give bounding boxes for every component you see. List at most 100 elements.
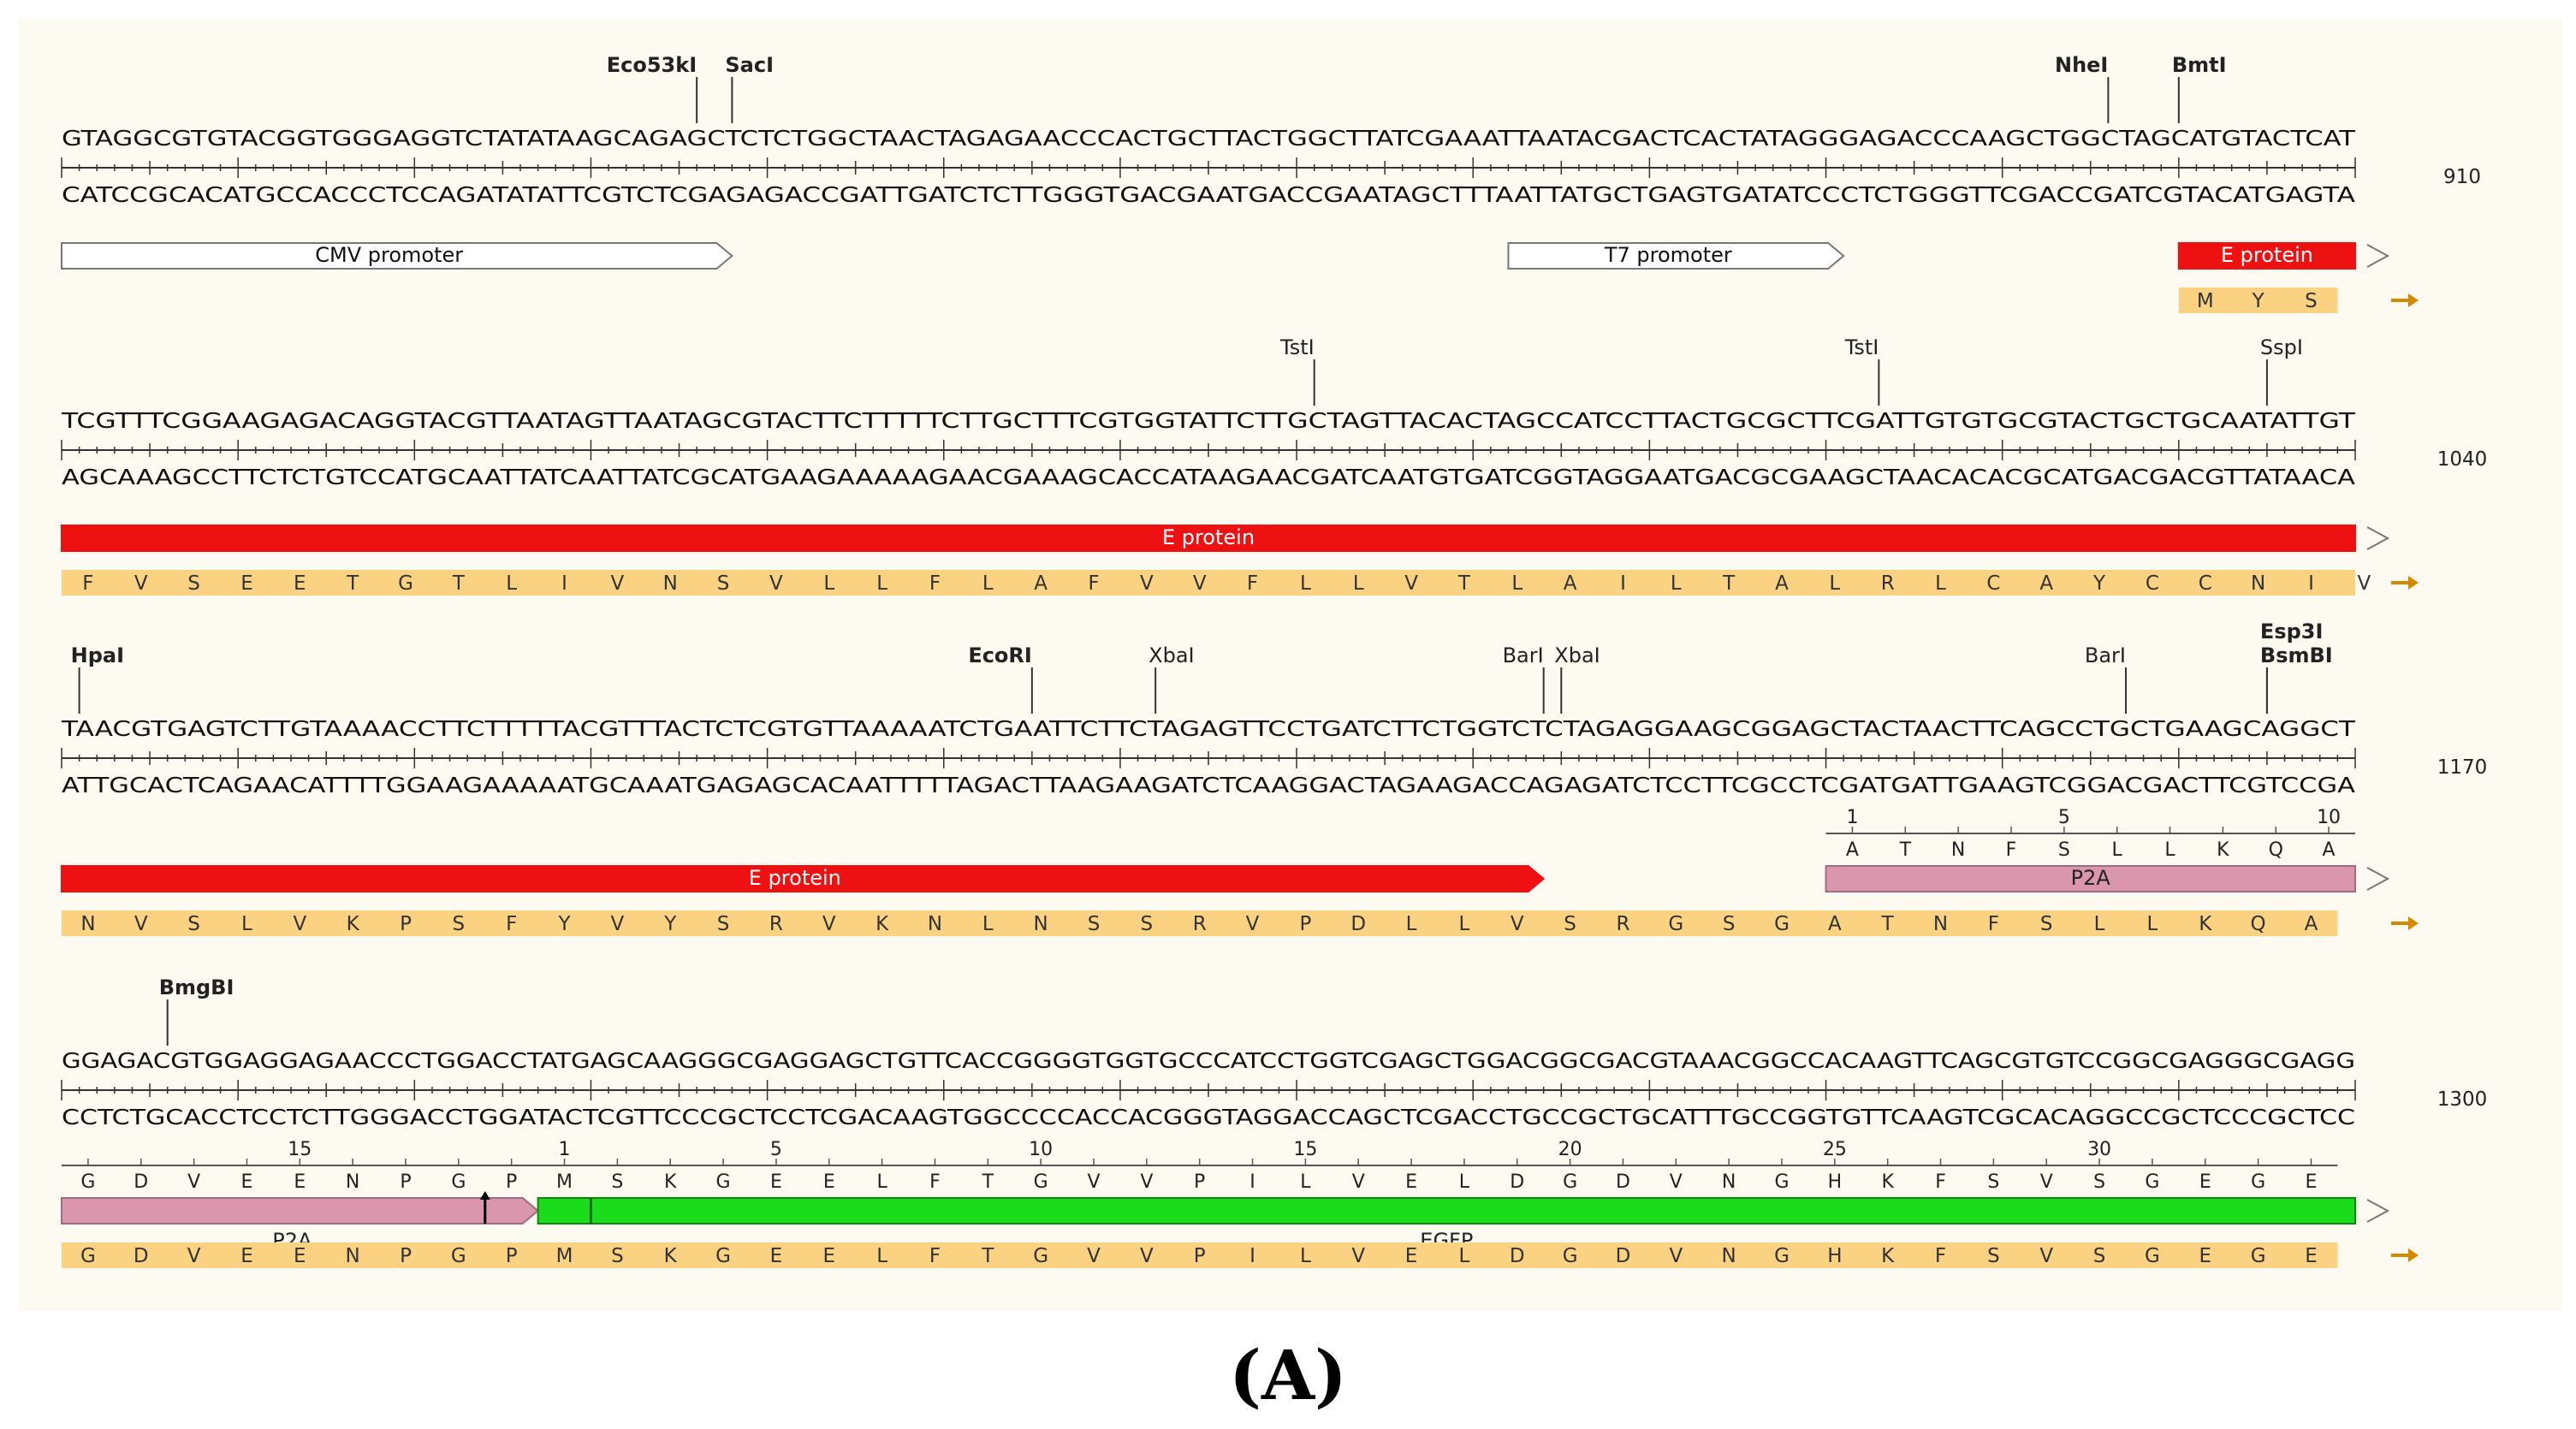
translated-residue: C bbox=[2146, 572, 2159, 595]
feature-bar bbox=[1825, 865, 2356, 892]
aa-ruler-residue: D bbox=[1510, 1171, 1524, 1193]
aa-ruler-residue: K bbox=[664, 1171, 677, 1193]
translation-band bbox=[62, 910, 2338, 936]
feature-continues-chevron bbox=[2366, 244, 2390, 268]
feature-continues-chevron bbox=[2366, 526, 2390, 550]
translated-residue: S bbox=[611, 1245, 624, 1267]
translated-residue: C bbox=[1986, 572, 2000, 595]
aa-ruler-residue: G bbox=[1034, 1171, 1048, 1193]
translated-residue: S bbox=[717, 572, 730, 595]
bottom-strand-sequence: ATTGCACTCAGAACATTTTGGAAGAAAAATGCAAATGAGA… bbox=[62, 773, 2355, 798]
translated-residue: S bbox=[453, 913, 466, 935]
translated-residue: P bbox=[400, 913, 412, 935]
translated-residue: L bbox=[2094, 913, 2105, 935]
restriction-site-label: NheI bbox=[2055, 53, 2108, 77]
restriction-site-label: XbaI bbox=[1554, 643, 1600, 667]
translated-residue: K bbox=[2199, 913, 2212, 935]
translated-residue: L bbox=[1935, 572, 1946, 595]
reading-frame-arrowhead-icon bbox=[2408, 294, 2419, 307]
feature-label: E protein bbox=[2221, 243, 2313, 267]
aa-ruler-residue: S bbox=[2058, 839, 2070, 861]
feature-bar bbox=[61, 525, 2356, 552]
top-strand-sequence: TAACGTGAGTCTTGTAAAACCTTCTTTTTACGTTTACTCT… bbox=[61, 716, 2356, 741]
translated-residue: M bbox=[556, 1245, 573, 1267]
aa-ruler-residue: N bbox=[1722, 1171, 1736, 1193]
restriction-site-label: BmgBI bbox=[159, 975, 234, 999]
aa-ruler-residue: F bbox=[2006, 839, 2017, 861]
translated-residue: L bbox=[1829, 572, 1840, 595]
translated-residue: F bbox=[82, 572, 93, 595]
aa-ruler-number: 15 bbox=[1293, 1139, 1317, 1160]
translated-residue: R bbox=[1881, 572, 1895, 595]
translated-residue: T bbox=[346, 572, 359, 595]
translated-residue: L bbox=[2147, 913, 2158, 935]
translated-residue: V bbox=[187, 1245, 201, 1267]
restriction-site-label: SacI bbox=[725, 53, 774, 77]
translated-residue: P bbox=[1299, 913, 1311, 935]
translated-residue: S bbox=[2305, 290, 2318, 312]
aa-ruler-residue: N bbox=[346, 1171, 359, 1193]
translated-residue: F bbox=[929, 572, 941, 595]
translated-residue: R bbox=[1193, 913, 1207, 935]
translation-band bbox=[62, 1242, 2338, 1268]
translated-residue: L bbox=[982, 572, 994, 595]
feature-bar bbox=[61, 865, 1546, 892]
aa-ruler-number: 5 bbox=[770, 1139, 782, 1160]
translated-residue: S bbox=[2040, 913, 2053, 935]
translated-residue: I bbox=[561, 572, 567, 595]
top-strand: TAACGTGAGTCTTGTAAAACCTTCTTTTTACGTTTACTCT… bbox=[61, 716, 2356, 741]
reading-frame-arrowhead-icon bbox=[2408, 916, 2419, 930]
aa-ruler-residue: L bbox=[2112, 839, 2123, 861]
translated-residue: A bbox=[2039, 572, 2053, 595]
aa-ruler-number: 10 bbox=[2317, 807, 2341, 828]
translated-residue: E bbox=[2305, 1245, 2318, 1267]
top-strand-sequence: GTAGGCGTGTACGGTGGGAGGTCTATATAAGCAGAGCTCT… bbox=[62, 126, 2356, 151]
translated-residue: E bbox=[240, 1245, 253, 1267]
position-number: 1300 bbox=[2437, 1088, 2488, 1111]
translated-residue: K bbox=[347, 913, 360, 935]
position-number: 910 bbox=[2443, 166, 2481, 188]
translated-residue: V bbox=[1193, 572, 1207, 595]
bottom-strand-sequence: AGCAAAGCCTTCTCTGTCCATGCAATTATCAATTATCGCA… bbox=[62, 465, 2355, 489]
restriction-site-label: TstI bbox=[1279, 335, 1315, 359]
translated-residue: K bbox=[875, 913, 889, 935]
reading-frame-arrowhead-icon bbox=[2408, 576, 2419, 590]
restriction-site-label: BmtI bbox=[2172, 53, 2227, 77]
translated-residue: E bbox=[240, 572, 253, 595]
aa-ruler-residue: T bbox=[1899, 839, 1912, 861]
translated-residue: F bbox=[506, 913, 517, 935]
translated-residue: N bbox=[1722, 1245, 1736, 1267]
translated-residue: P bbox=[1194, 1245, 1206, 1267]
translated-residue: R bbox=[1616, 913, 1629, 935]
aa-ruler-residue: S bbox=[1987, 1171, 1999, 1193]
aa-ruler-residue: V bbox=[2040, 1171, 2053, 1193]
translated-residue: G bbox=[1774, 1245, 1790, 1267]
translated-residue: P bbox=[506, 1245, 518, 1267]
aa-ruler-residue: G bbox=[451, 1171, 466, 1193]
translated-residue: L bbox=[876, 1245, 887, 1267]
restriction-site-label: EcoRI bbox=[968, 643, 1032, 667]
translated-residue: F bbox=[1935, 1245, 1946, 1267]
translated-residue: V bbox=[2357, 572, 2371, 595]
translated-residue: A bbox=[1775, 572, 1789, 595]
translated-residue: F bbox=[1988, 913, 1999, 935]
feature-bar bbox=[2177, 242, 2356, 270]
aa-ruler-residue: L bbox=[1300, 1171, 1311, 1193]
feature-bar bbox=[1507, 242, 1845, 270]
aa-ruler-residue: A bbox=[2323, 839, 2336, 861]
feature-label: T7 promoter bbox=[1604, 243, 1732, 267]
aa-ruler-number: 5 bbox=[2058, 807, 2070, 828]
translated-residue: F bbox=[1247, 572, 1258, 595]
feature-bar bbox=[537, 1197, 2356, 1224]
translated-residue: N bbox=[1933, 913, 1948, 935]
translated-residue: A bbox=[1828, 913, 1842, 935]
aa-ruler-residue: H bbox=[1828, 1171, 1843, 1193]
translated-residue: P bbox=[400, 1245, 412, 1267]
translated-residue: I bbox=[2308, 572, 2314, 595]
translated-residue: S bbox=[2093, 1245, 2106, 1267]
translated-residue: G bbox=[1033, 1245, 1048, 1267]
translated-residue: S bbox=[187, 572, 200, 595]
aa-ruler-residue: T bbox=[982, 1171, 994, 1193]
translated-residue: V bbox=[822, 913, 836, 935]
